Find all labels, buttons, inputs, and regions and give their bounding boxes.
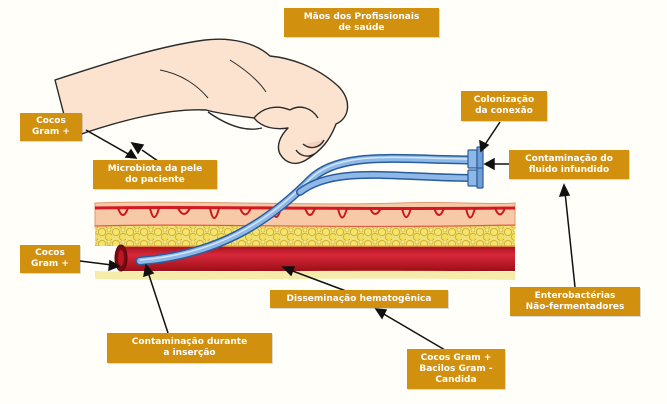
label-colonizacao-conexao: Colonização da conexão [461,91,547,121]
hand-icon [54,38,349,165]
catheter-icon [135,146,484,266]
label-disseminacao-hematogenica: Disseminação hematogênica [270,290,448,308]
label-maos-profissionais: Mãos dos Profissionais de saúde [284,8,439,37]
skin-tissue-icon [94,201,516,246]
label-contaminacao-insercao: Contaminação durante a inserção [107,333,272,363]
label-microbiota-pele: Microbiota da pele do paciente [93,160,217,189]
blood-vessel-icon [95,244,515,280]
label-cocos-bacilos-candida: Cocos Gram + Bacilos Gram - Candida [407,349,505,389]
label-cocos-gram-top: Cocos Gram + [20,113,82,141]
label-enterobacterias: Enterobactérias Não-fermentadores [510,287,640,316]
label-cocos-gram-mid: Cocos Gram + [20,245,80,273]
label-contaminacao-fluido: Contaminação do fluido infundido [509,150,629,179]
